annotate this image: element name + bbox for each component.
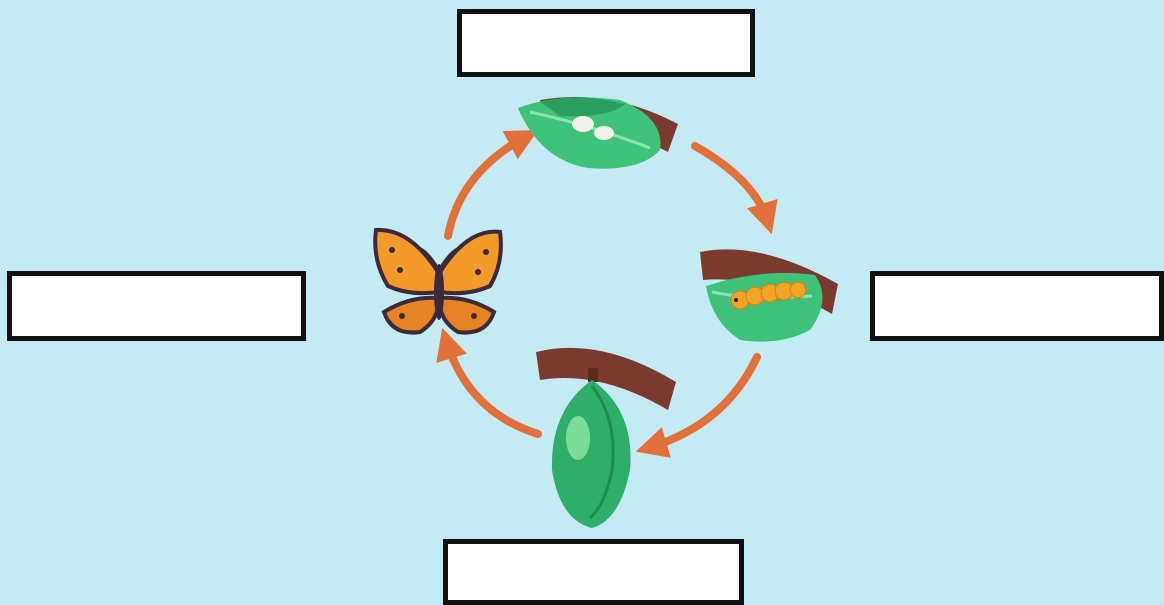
arrow-eggs-to-caterpillar	[695, 146, 768, 222]
eggs-on-leaf-icon	[518, 97, 678, 169]
caterpillar-on-leaf-icon	[700, 249, 838, 341]
chrysalis-icon	[536, 348, 676, 528]
arrow-chrysalis-to-butterfly	[446, 340, 538, 434]
butterfly-icon	[375, 230, 501, 333]
arrow-butterfly-to-eggs	[448, 136, 527, 236]
